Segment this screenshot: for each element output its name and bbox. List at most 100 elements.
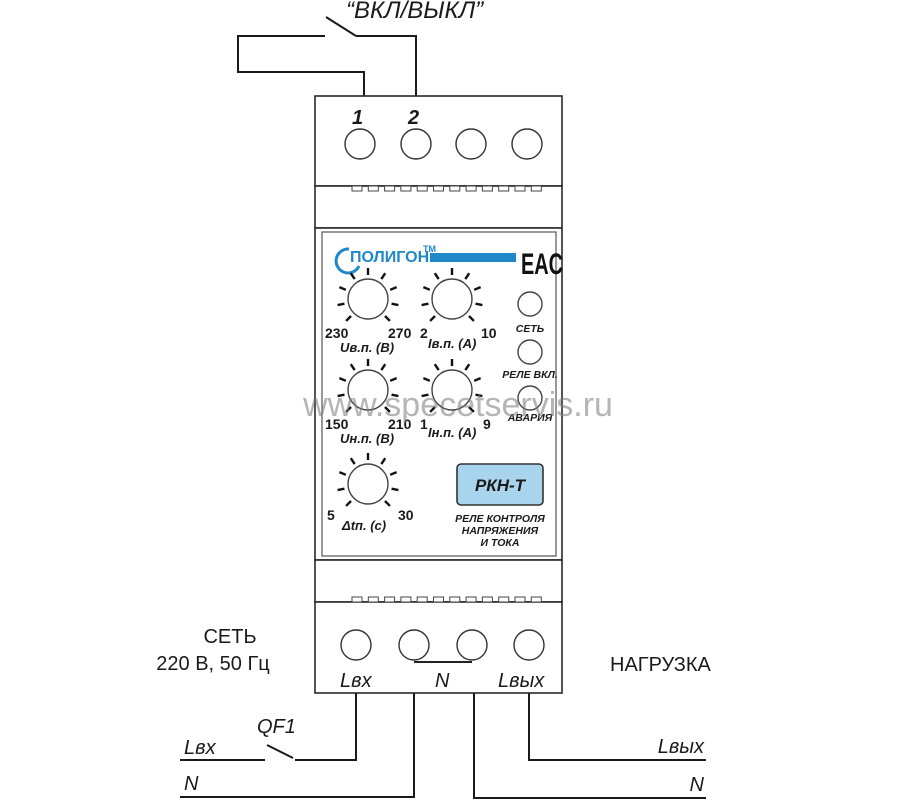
knob-tick — [421, 302, 429, 307]
eac-mark: EAC — [521, 248, 563, 281]
knob-u-upper[interactable] — [337, 268, 399, 322]
knob-dial[interactable] — [431, 278, 473, 320]
terminal-label-n: N — [435, 670, 450, 692]
knob-i-lower[interactable] — [421, 359, 483, 413]
vent-slot — [384, 185, 396, 192]
indicator-power-led — [517, 291, 543, 317]
terminal-label-l-in: Lвх — [340, 670, 373, 692]
switch-contact — [325, 16, 357, 37]
knob-tick — [464, 363, 471, 371]
bottom-terminals: Lвх N Lвых — [340, 629, 545, 692]
supply-neutral-wire — [180, 693, 415, 798]
load-title: НАГРУЗКА — [610, 654, 712, 676]
knob-u-lower[interactable] — [337, 359, 399, 413]
vent-slot — [351, 185, 363, 192]
brand-name: ПОЛИГОН — [350, 249, 429, 266]
status-indicators: СЕТЬ РЕЛЕ ВКЛ. АВАРИЯ — [502, 291, 558, 424]
knob-delay[interactable] — [337, 453, 399, 507]
knob-tick — [475, 393, 483, 398]
knob-tick — [384, 406, 391, 413]
knob-tick — [337, 302, 345, 307]
vent-slot — [384, 596, 396, 603]
knob-tick — [422, 377, 431, 382]
indicator-alarm-led — [517, 385, 543, 411]
knob-tick — [349, 457, 356, 465]
terminal-n-2[interactable] — [456, 629, 488, 661]
description-line-3: И ТОКА — [481, 537, 520, 549]
terminal-label-2: 2 — [407, 107, 419, 129]
vent-slots-bottom — [351, 596, 542, 603]
supply-line-label: Lвх — [184, 737, 217, 759]
load-line-label: Lвых — [658, 736, 705, 758]
switch-wire-right — [356, 35, 417, 97]
brand-swoosh-icon — [334, 247, 361, 275]
vent-slot — [367, 596, 379, 603]
breaker-label: QF1 — [257, 716, 296, 738]
knob-tick — [473, 286, 482, 291]
supply-title: СЕТЬ — [203, 626, 256, 648]
load-wiring — [473, 693, 706, 799]
vent-slot — [530, 185, 542, 192]
terminal-n-1[interactable] — [398, 629, 430, 661]
indicator-power-label: СЕТЬ — [516, 323, 545, 335]
knob-delay-min: 5 — [327, 507, 335, 523]
switch-label: “ВКЛ/ВЫКЛ” — [346, 0, 484, 24]
knob-dial[interactable] — [431, 369, 473, 411]
vent-slot — [367, 185, 379, 192]
terminal-1[interactable] — [344, 128, 376, 160]
vent-slot — [449, 596, 461, 603]
vent-slot — [465, 596, 477, 603]
knob-i-upper[interactable] — [421, 268, 483, 322]
terminal-label-1: 1 — [352, 107, 363, 129]
terminal-2[interactable] — [400, 128, 432, 160]
knob-tick — [473, 377, 482, 382]
knob-i-upper-min: 2 — [420, 325, 428, 341]
setting-knobs — [337, 268, 483, 507]
knob-delay-max: 30 — [398, 507, 414, 523]
on-off-switch — [237, 16, 417, 97]
knob-tick — [349, 272, 356, 280]
knob-tick — [389, 471, 398, 476]
load-line-wire — [528, 693, 706, 761]
knob-i-lower-min: 1 — [420, 416, 428, 432]
knob-tick — [384, 315, 391, 322]
knob-dial[interactable] — [347, 369, 389, 411]
vent-slot — [514, 185, 526, 192]
knob-u-lower-name: Uн.п. (В) — [340, 431, 394, 446]
vent-slot — [514, 596, 526, 603]
knob-i-upper-max: 10 — [481, 325, 497, 341]
vent-slot — [416, 596, 428, 603]
knob-delay-name: Δtп. (с) — [341, 518, 386, 533]
description-line-1: РЕЛЕ КОНТРОЛЯ — [455, 513, 545, 525]
supply-wiring — [180, 693, 415, 798]
terminal-3[interactable] — [455, 128, 487, 160]
knob-tick — [384, 500, 391, 507]
knob-dial[interactable] — [347, 463, 389, 505]
knob-tick — [433, 363, 440, 371]
knob-tick — [391, 302, 399, 307]
knob-tick — [338, 377, 347, 382]
knob-tick — [429, 315, 436, 322]
knob-tick — [380, 457, 387, 465]
supply-neutral-label: N — [184, 773, 199, 795]
knob-dial[interactable] — [347, 278, 389, 320]
knob-tick — [345, 406, 352, 413]
top-terminals: 1 2 — [344, 107, 543, 160]
vent-slot — [433, 185, 444, 192]
terminal-l-out[interactable] — [513, 629, 545, 661]
knob-tick — [391, 487, 399, 492]
knob-tick — [468, 406, 475, 413]
knob-tick — [433, 272, 440, 280]
vent-slot — [416, 185, 428, 192]
terminal-4[interactable] — [511, 128, 543, 160]
knob-tick — [337, 393, 345, 398]
indicator-relay-on-led — [517, 339, 543, 365]
terminal-l-in[interactable] — [340, 629, 372, 661]
supply-line-to-terminal — [295, 693, 357, 761]
vent-slots-top — [351, 185, 542, 192]
knob-tick — [391, 393, 399, 398]
knob-u-upper-max: 270 — [388, 325, 412, 341]
vent-slot — [449, 185, 461, 192]
knob-tick — [464, 272, 471, 280]
